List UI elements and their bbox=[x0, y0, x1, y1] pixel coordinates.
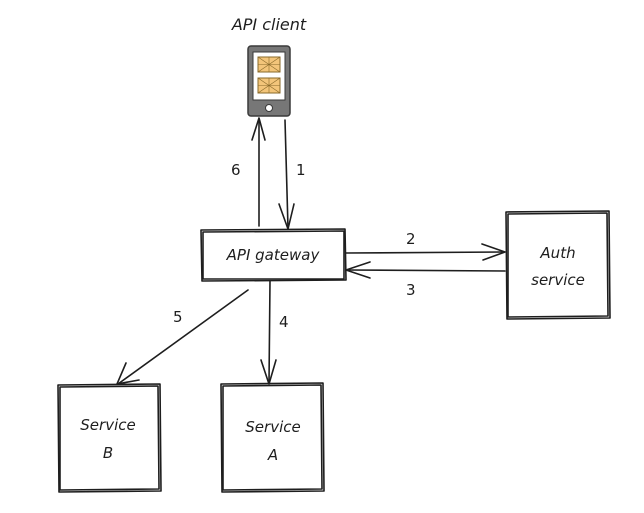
arrow-step-4 bbox=[260, 280, 277, 385]
step-3-label: 3 bbox=[406, 281, 416, 299]
step-4-label: 4 bbox=[279, 313, 289, 331]
service-a-label-line2: A bbox=[267, 446, 278, 464]
step-6-label: 6 bbox=[231, 161, 241, 179]
service-a-box bbox=[220, 382, 325, 493]
step-1-label: 1 bbox=[296, 161, 306, 179]
step-5-label: 5 bbox=[173, 308, 183, 326]
api-client-phone-icon bbox=[247, 45, 291, 117]
service-b-label-line1: Service bbox=[80, 416, 135, 434]
api-client-label: API client bbox=[231, 15, 307, 34]
arrow-step-5 bbox=[116, 289, 249, 385]
api-gateway-label: API gateway bbox=[226, 246, 321, 264]
api-gateway-box bbox=[200, 228, 347, 282]
arrow-step-6 bbox=[251, 117, 266, 227]
service-a-label-line1: Service bbox=[245, 418, 300, 436]
auth-service-label-line2: service bbox=[531, 271, 585, 289]
arrow-step-1 bbox=[278, 119, 295, 230]
step-2-label: 2 bbox=[406, 230, 416, 248]
arrow-step-3 bbox=[345, 261, 506, 279]
service-b-label-line2: B bbox=[103, 444, 113, 462]
auth-service-label-line1: Auth bbox=[539, 244, 575, 262]
auth-service-box bbox=[505, 210, 611, 320]
service-b-box bbox=[57, 383, 162, 493]
arrow-step-2 bbox=[345, 243, 506, 261]
